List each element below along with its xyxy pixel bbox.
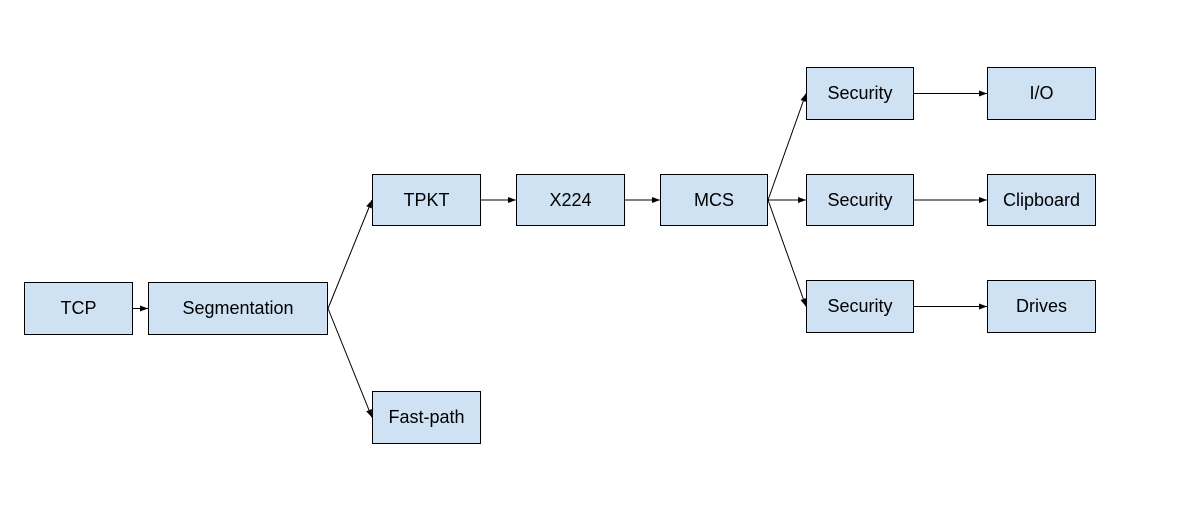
edge-segmentation-to-fastpath (327, 308, 373, 418)
node-security-2: Security (806, 174, 914, 226)
edge-mcs-to-security_1 (767, 93, 807, 201)
node-io: I/O (987, 67, 1096, 120)
node-security-1: Security (806, 67, 914, 120)
node-clipboard: Clipboard (987, 174, 1096, 226)
node-fast-path-label: Fast-path (388, 407, 465, 427)
edge-segmentation-to-tpkt (327, 199, 373, 309)
node-fast-path: Fast-path (372, 391, 481, 444)
node-tcp: TCP (24, 282, 133, 335)
node-mcs-label: MCS (694, 189, 734, 210)
node-mcs: MCS (660, 174, 768, 226)
edge-mcs-to-security_3 (767, 199, 807, 307)
node-segmentation-label: Segmentation (182, 298, 294, 318)
node-io-label: I/O (1029, 83, 1054, 103)
node-tpkt: TPKT (372, 174, 481, 226)
node-security-3: Security (806, 280, 914, 333)
node-tpkt-label: TPKT (403, 189, 450, 210)
node-x224-label: X224 (549, 189, 592, 210)
node-x224: X224 (516, 174, 625, 226)
node-drives: Drives (987, 280, 1096, 333)
node-segmentation: Segmentation (148, 282, 328, 335)
node-security-1-label: Security (827, 83, 893, 103)
node-security-2-label: Security (827, 189, 893, 210)
node-security-3-label: Security (827, 296, 893, 316)
node-clipboard-label: Clipboard (1002, 189, 1081, 210)
node-tcp-label: TCP (60, 298, 97, 318)
node-drives-label: Drives (1015, 296, 1067, 316)
